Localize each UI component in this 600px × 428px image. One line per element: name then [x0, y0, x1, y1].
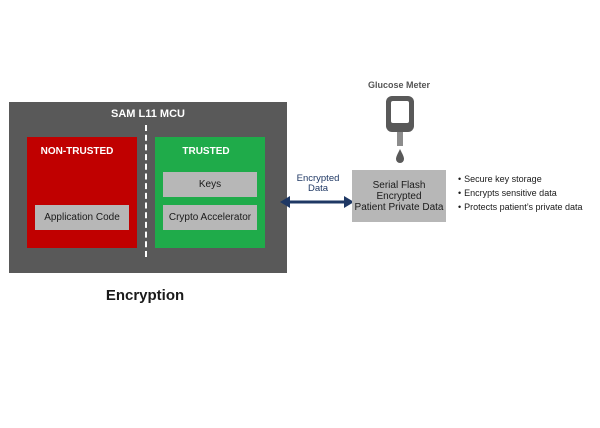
glucose-meter-icon [386, 96, 414, 163]
application-code-box: Application Code [35, 205, 129, 230]
feature-list: Secure key storage Encrypts sensitive da… [458, 172, 583, 214]
encrypted-data-line1: Encrypted [296, 173, 340, 184]
feature-item: Secure key storage [458, 172, 583, 186]
glucose-meter-label: Glucose Meter [367, 80, 431, 90]
mcu-title: SAM L11 MCU [111, 108, 185, 120]
serial-flash-line3: Patient Private Data [354, 201, 444, 213]
double-arrow-icon [280, 196, 354, 208]
trust-divider [145, 125, 147, 257]
encrypted-data-label: Encrypted Data [288, 174, 348, 194]
non-trusted-label: NON-TRUSTED [40, 146, 114, 157]
feature-item: Encrypts sensitive data [458, 186, 583, 200]
diagram-caption: Encryption [105, 287, 185, 304]
encrypted-data-line2: Data [307, 183, 329, 194]
keys-box: Keys [163, 172, 257, 197]
serial-flash-box: Serial Flash Encrypted Patient Private D… [352, 170, 446, 222]
trusted-label: TRUSTED [182, 146, 230, 157]
feature-item: Protects patient’s private data [458, 200, 582, 214]
crypto-accelerator-box: Crypto Accelerator [163, 205, 257, 230]
serial-flash-line1: Serial Flash [372, 179, 426, 191]
serial-flash-line2: Encrypted [376, 190, 422, 202]
